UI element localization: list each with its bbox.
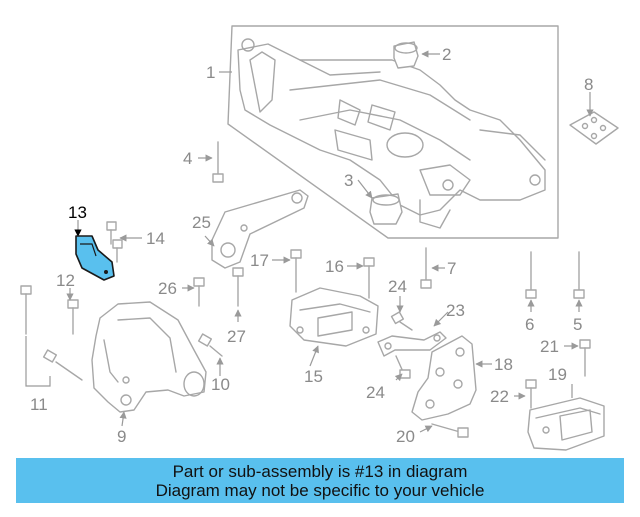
callout-6[interactable]: 6	[525, 315, 534, 334]
bracket-part-18	[411, 335, 477, 421]
bolt-part-22	[525, 379, 537, 409]
callout-1[interactable]: 1	[206, 63, 215, 82]
mount-part-19	[527, 397, 605, 451]
bolt-part-17	[290, 249, 302, 293]
plate-part-8	[569, 111, 619, 145]
callout-14[interactable]: 14	[146, 229, 165, 248]
bolt-part-21	[579, 339, 591, 377]
bolt-part-14	[106, 221, 123, 263]
callout-3[interactable]: 3	[344, 171, 353, 190]
callout-19[interactable]: 19	[548, 365, 567, 384]
callout-2[interactable]: 2	[442, 45, 451, 64]
bolt-part-26	[193, 277, 205, 307]
callout-9[interactable]: 9	[117, 427, 126, 446]
bolt-part-11	[20, 285, 83, 381]
bolt-part-24-lower	[395, 355, 411, 379]
callout-21[interactable]: 21	[540, 337, 559, 356]
callout-20[interactable]: 20	[396, 427, 415, 446]
callout-15[interactable]: 15	[304, 367, 323, 386]
torque-rod-part-25	[211, 189, 309, 269]
banner-line-disclaimer: Diagram may not be specific to your vehi…	[155, 480, 485, 500]
callout-13-highlighted[interactable]: 13	[68, 203, 87, 222]
bolt-part-16	[363, 257, 375, 299]
banner-line-part-number: Part or sub-assembly is #13 in diagram	[172, 461, 468, 481]
bolt-part-12	[67, 299, 79, 335]
callout-7[interactable]: 7	[447, 259, 456, 278]
callout-17[interactable]: 17	[250, 251, 269, 270]
bolt-part-6	[525, 251, 537, 299]
bolt-part-4	[212, 141, 224, 183]
bolt-part-24-upper	[390, 311, 413, 331]
bushing-part-3	[369, 193, 403, 225]
bracket-part-13-highlighted[interactable]	[75, 235, 115, 281]
callout-18[interactable]: 18	[494, 355, 513, 374]
callout-11[interactable]: 11	[30, 395, 48, 414]
bolt-part-10	[197, 333, 223, 357]
callout-12[interactable]: 12	[56, 271, 75, 290]
callout-5[interactable]: 5	[573, 315, 582, 334]
callout-22[interactable]: 22	[490, 387, 509, 406]
callout-labels: 1 2 3 4 5 6 7 8 9 10 11 12 13 14 15 16 1…	[30, 45, 593, 446]
bolt-part-20	[431, 423, 469, 438]
callout-25[interactable]: 25	[192, 213, 211, 232]
callout-4[interactable]: 4	[183, 149, 192, 168]
bushing-part-2	[393, 41, 419, 69]
leader-lines	[25, 50, 594, 433]
callout-8[interactable]: 8	[584, 75, 593, 94]
callout-24-lower[interactable]: 24	[366, 383, 385, 402]
callout-27[interactable]: 27	[227, 327, 246, 346]
mount-part-15	[289, 287, 379, 347]
bracket-part-23	[377, 331, 447, 357]
bolt-part-27	[232, 267, 244, 307]
mount-part-9	[91, 301, 207, 413]
callout-26[interactable]: 26	[158, 279, 177, 298]
callout-10[interactable]: 10	[211, 375, 230, 394]
bolt-part-7	[420, 247, 432, 289]
callout-16[interactable]: 16	[325, 257, 344, 276]
subframe-assembly	[227, 25, 559, 239]
callout-24-upper[interactable]: 24	[388, 277, 407, 296]
bolt-part-5	[573, 251, 585, 299]
callout-23[interactable]: 23	[446, 301, 465, 320]
part-info-banner: Part or sub-assembly is #13 in diagram D…	[16, 458, 624, 503]
